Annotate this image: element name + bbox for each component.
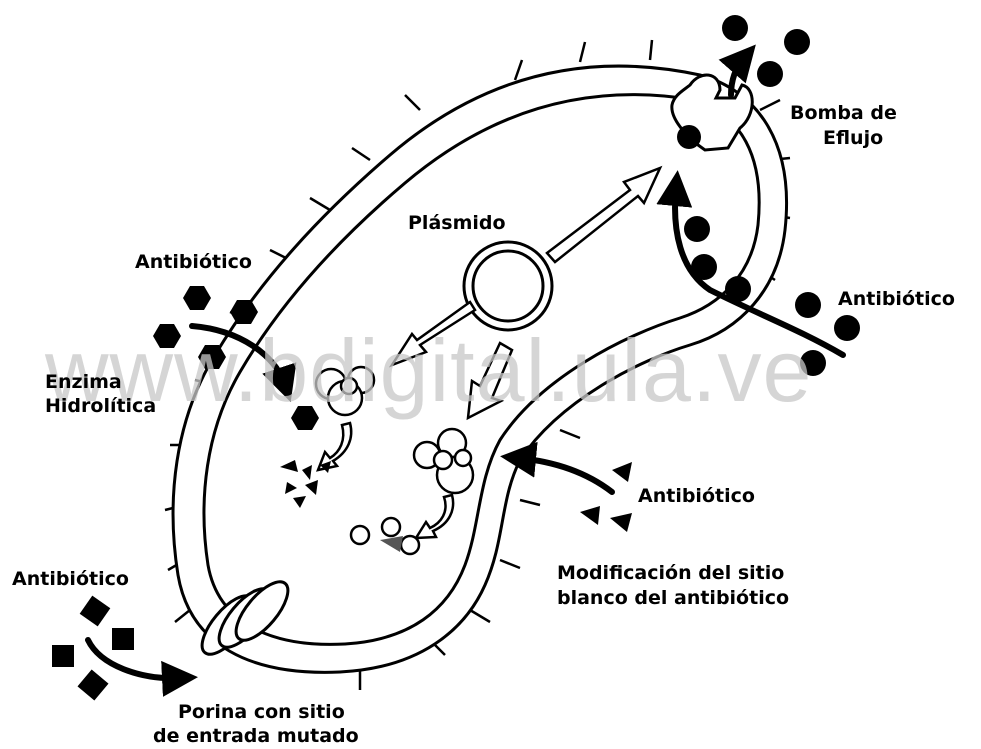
target-mod-label-line2: blanco del antibiótico (557, 586, 789, 610)
enzyme-label-line2: Hidrolítica (45, 394, 156, 418)
antibiotic-label-top-left: Antibiótico (135, 250, 252, 274)
triangle-antibiotics (580, 462, 632, 532)
porin-label-line2: de entrada mutado (153, 724, 359, 748)
efflux-label-line1: Bomba de (790, 101, 897, 125)
plasmid-label: Plásmido (408, 211, 506, 235)
porin-label-line1: Porina con sitio (178, 700, 345, 724)
antibiotic-label-mid-right: Antibiótico (638, 484, 755, 508)
watermark-text: www.bdigital.ula.ve (45, 320, 812, 422)
target-mod-label-line1: Modificación del sitio (557, 561, 784, 585)
plasmid-icon (464, 242, 552, 330)
antibiotic-label-bottom-left: Antibiótico (12, 567, 129, 591)
efflux-label-line2: Eflujo (823, 126, 883, 150)
antibiotic-label-right: Antibiótico (838, 287, 955, 311)
enzyme-label-line1: Enzima (45, 370, 122, 394)
